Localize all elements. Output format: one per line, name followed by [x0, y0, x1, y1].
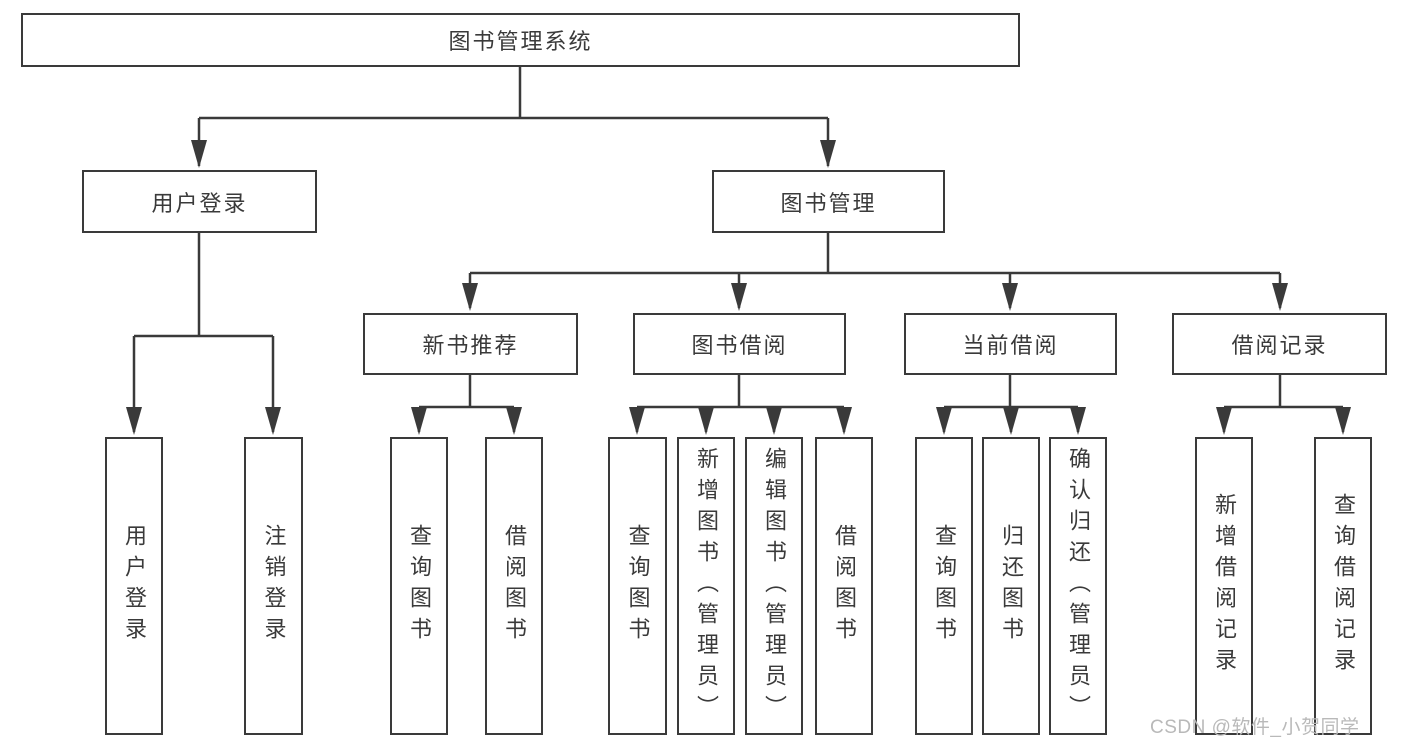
leaf-current-query-books: 查询图书	[915, 437, 973, 735]
node-book-management: 图书管理	[712, 170, 945, 233]
leaf-newbooks-query-books: 查询图书	[390, 437, 448, 735]
node-user-login: 用户登录	[82, 170, 317, 233]
connector-current-borrow-children	[936, 375, 1086, 435]
leaf-logout: 注销登录	[244, 437, 303, 735]
connector-root-to-level2	[191, 67, 836, 168]
leaf-current-return-books: 归还图书	[982, 437, 1040, 735]
node-current-borrow: 当前借阅	[904, 313, 1117, 375]
leaf-user-login: 用户登录	[105, 437, 163, 735]
connector-user-login-children	[126, 233, 281, 435]
node-root-system: 图书管理系统	[21, 13, 1020, 67]
leaf-borrow-add-books-admin: 新增图书（管理员）	[677, 437, 735, 735]
connector-book-borrow-children	[629, 375, 852, 435]
leaf-borrow-query-books: 查询图书	[608, 437, 667, 735]
node-borrow-records: 借阅记录	[1172, 313, 1387, 375]
connector-book-management-sections	[462, 233, 1288, 311]
leaf-current-confirm-return-admin: 确认归还（管理员）	[1049, 437, 1107, 735]
connector-borrow-records-children	[1216, 373, 1351, 435]
leaf-records-add-record: 新增借阅记录	[1195, 437, 1253, 735]
leaf-borrow-borrow-books: 借阅图书	[815, 437, 873, 735]
leaf-newbooks-borrow-books: 借阅图书	[485, 437, 543, 735]
leaf-borrow-edit-books-admin: 编辑图书（管理员）	[745, 437, 803, 735]
node-new-book-recommend: 新书推荐	[363, 313, 578, 375]
node-book-borrow: 图书借阅	[633, 313, 846, 375]
csdn-watermark: CSDN @软件_小贺同学	[1150, 717, 1360, 738]
leaf-records-query-record: 查询借阅记录	[1314, 437, 1372, 735]
connector-new-book-children	[411, 375, 522, 435]
